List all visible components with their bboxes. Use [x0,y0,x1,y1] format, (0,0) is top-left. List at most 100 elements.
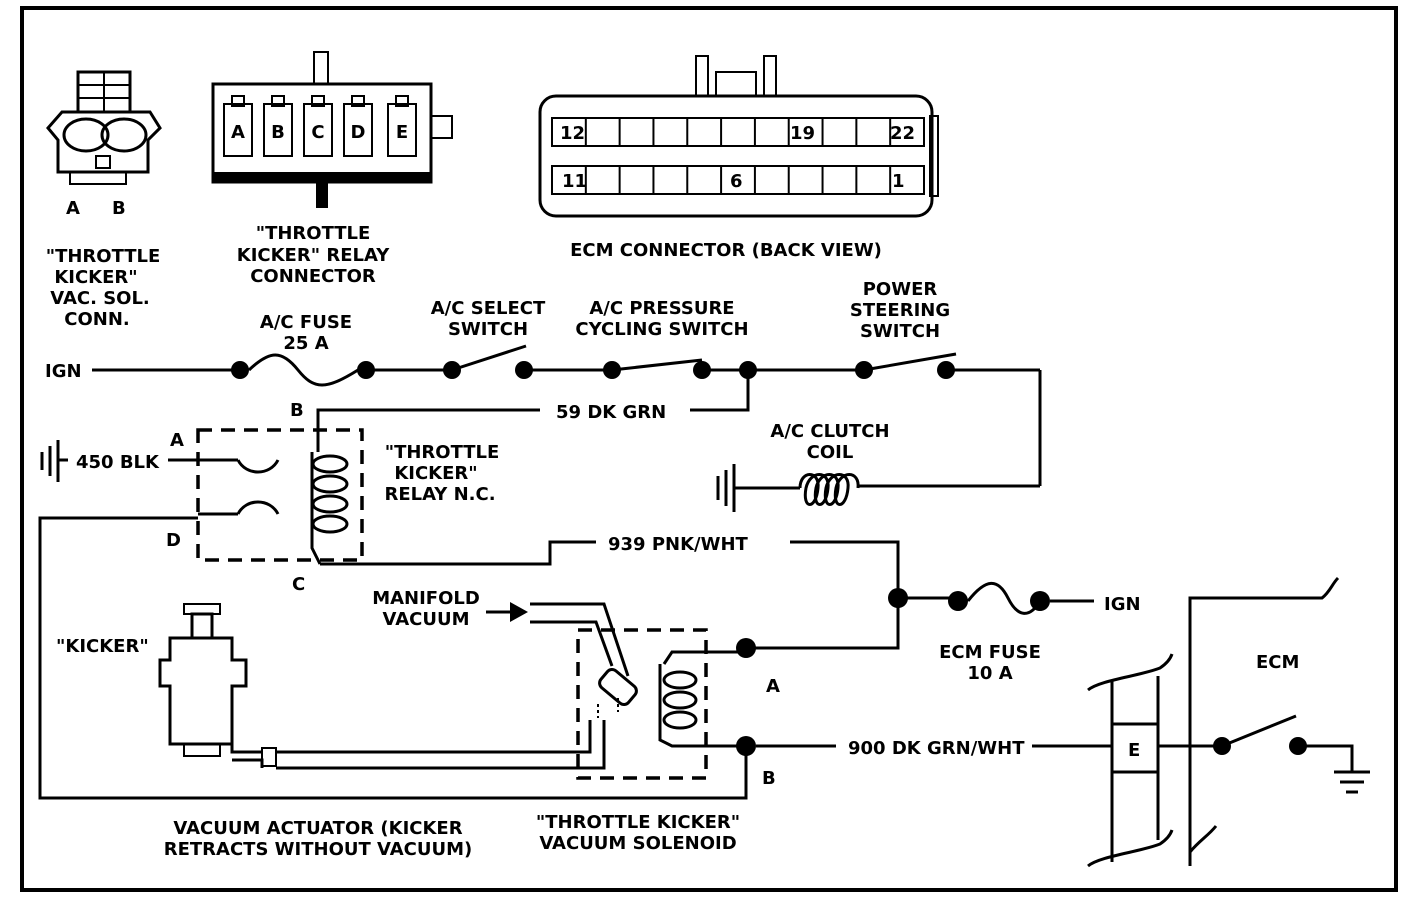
ac-clutch-coil [744,473,1040,506]
relay-pin-a: A [231,122,245,143]
solenoid-terminal-a-label: A [766,676,780,697]
relay-terminal-c-label: C [292,574,305,595]
solenoid-terminal-b [736,736,756,756]
ac-pressure-switch-blade [611,358,703,372]
svg-text:CYCLING SWITCH: CYCLING SWITCH [575,319,748,340]
ecm-pin-1: 1 [892,171,905,192]
diagram-border [20,6,1398,892]
ground-450-label: 450 BLK [76,452,160,473]
relay-terminal-a-label: A [170,430,184,451]
solenoid-terminal-b-label: B [762,768,776,789]
svg-text:"THROTTLE KICKER": "THROTTLE KICKER" [536,812,740,833]
svg-text:SWITCH: SWITCH [448,319,528,340]
vac-sol-connector-label: "THROTTLE KICKER" VAC. SOL. CONN. [46,246,161,330]
relay-contacts [198,459,280,516]
ecm-connector-label: ECM CONNECTOR (BACK VIEW) [570,240,882,261]
ac-select-switch-label: A/C SELECT SWITCH [431,298,546,340]
wire-900-label: 900 DK GRN/WHT [848,738,1025,759]
svg-text:"THROTTLE: "THROTTLE [385,442,500,463]
ign-label-left: IGN [45,361,82,382]
relay-pin-b: B [271,122,285,143]
ac-pressure-switch-label: A/C PRESSURE CYCLING SWITCH [575,298,748,340]
vac-sol-pin-a: A [66,198,80,219]
svg-text:CONN.: CONN. [64,309,129,330]
wire-relay-d-loop [38,516,748,800]
ac-pressure-terminal-right [693,361,711,379]
relay-connector [211,51,453,208]
vacuum-hose-lower [230,720,606,770]
ecm-pin-6: 6 [730,171,743,192]
ecm-fuse-label: ECM FUSE 10 A [939,642,1041,684]
vacuum-solenoid-label: "THROTTLE KICKER" VACUUM SOLENOID [536,812,740,854]
ign-label-right: IGN [1104,594,1141,615]
ecm-pin-12: 12 [560,123,585,144]
relay-nc-label: "THROTTLE KICKER" RELAY N.C. [384,442,499,505]
svg-text:VACUUM ACTUATOR (KICKER: VACUUM ACTUATOR (KICKER [173,818,462,839]
ac-fuse-terminal-right [357,361,375,379]
relay-terminal-d-label: D [166,530,181,551]
vac-sol-pin-b: B [112,198,126,219]
relay-connector-pins: A B C D E [231,122,408,143]
ecm-pin-19: 19 [790,123,815,144]
svg-text:STEERING: STEERING [850,300,950,321]
svg-text:VAC. SOL.: VAC. SOL. [50,288,150,309]
ecm-connector [538,55,939,218]
svg-text:KICKER": KICKER" [394,463,477,484]
ac-fuse-terminal-left [231,361,249,379]
svg-text:"THROTTLE: "THROTTLE [256,223,371,244]
ecm-ground-icon [1334,770,1370,794]
solenoid-valve [597,667,638,718]
svg-text:CONNECTOR: CONNECTOR [250,266,376,287]
relay-terminal-b-label: B [290,400,304,421]
ecm-fuse-terminal-left [948,591,968,611]
ps-switch-blade [863,352,957,372]
svg-text:VACUUM: VACUUM [383,609,470,630]
ign-power-line [92,368,1042,486]
kicker-actuator [158,603,248,757]
ac-clutch-label: A/C CLUTCH COIL [770,421,889,463]
vac-sol-connector [46,70,162,185]
svg-text:KICKER": KICKER" [54,267,137,288]
svg-text:A/C FUSE: A/C FUSE [260,312,352,333]
ecm-connector-cells [584,118,892,194]
svg-text:"THROTTLE: "THROTTLE [46,246,161,267]
svg-text:VACUUM SOLENOID: VACUUM SOLENOID [539,833,736,854]
ecm-fuse-element [966,581,1042,615]
ecm-module [1087,576,1354,868]
svg-text:10 A: 10 A [967,663,1012,684]
solenoid-coil [658,650,746,748]
manifold-vacuum-arrow-icon [486,602,528,622]
svg-text:A/C SELECT: A/C SELECT [431,298,546,319]
relay-pin-c: C [311,122,324,143]
ac-fuse-element [247,353,359,387]
ac-select-terminal-right [515,361,533,379]
svg-text:ECM FUSE: ECM FUSE [939,642,1041,663]
relay-connector-label: "THROTTLE KICKER" RELAY CONNECTOR [237,223,390,287]
ecm-label: ECM [1256,652,1299,673]
manifold-vacuum-label: MANIFOLD VACUUM [372,588,480,630]
kicker-label: "KICKER" [56,636,149,657]
ecm-pin-11: 11 [562,171,587,192]
svg-text:A/C CLUTCH: A/C CLUTCH [770,421,889,442]
relay-pin-d: D [351,122,366,143]
vacuum-hose-upper [530,602,630,677]
svg-text:RELAY N.C.: RELAY N.C. [384,484,495,505]
splice-939 [888,588,908,608]
ecm-pin-e: E [1128,740,1140,761]
ground-450-icon [40,440,68,482]
ac-clutch-ground-icon [716,464,744,512]
ps-switch-terminal-right [937,361,955,379]
ac-select-switch-blade [451,344,527,372]
ac-fuse-label: A/C FUSE 25 A [260,312,352,354]
ecm-connector-pin-numbers: 12 19 22 11 6 1 [560,123,915,192]
wire-59-label: 59 DK GRN [556,402,666,423]
svg-text:KICKER" RELAY: KICKER" RELAY [237,245,390,266]
wire-59-dk-grn [316,370,750,432]
svg-text:RETRACTS WITHOUT VACUUM): RETRACTS WITHOUT VACUUM) [164,839,473,860]
svg-text:COIL: COIL [807,442,854,463]
solenoid-terminal-a [736,638,756,658]
relay-pin-e: E [396,122,408,143]
relay-housing [196,428,364,562]
svg-text:SWITCH: SWITCH [860,321,940,342]
